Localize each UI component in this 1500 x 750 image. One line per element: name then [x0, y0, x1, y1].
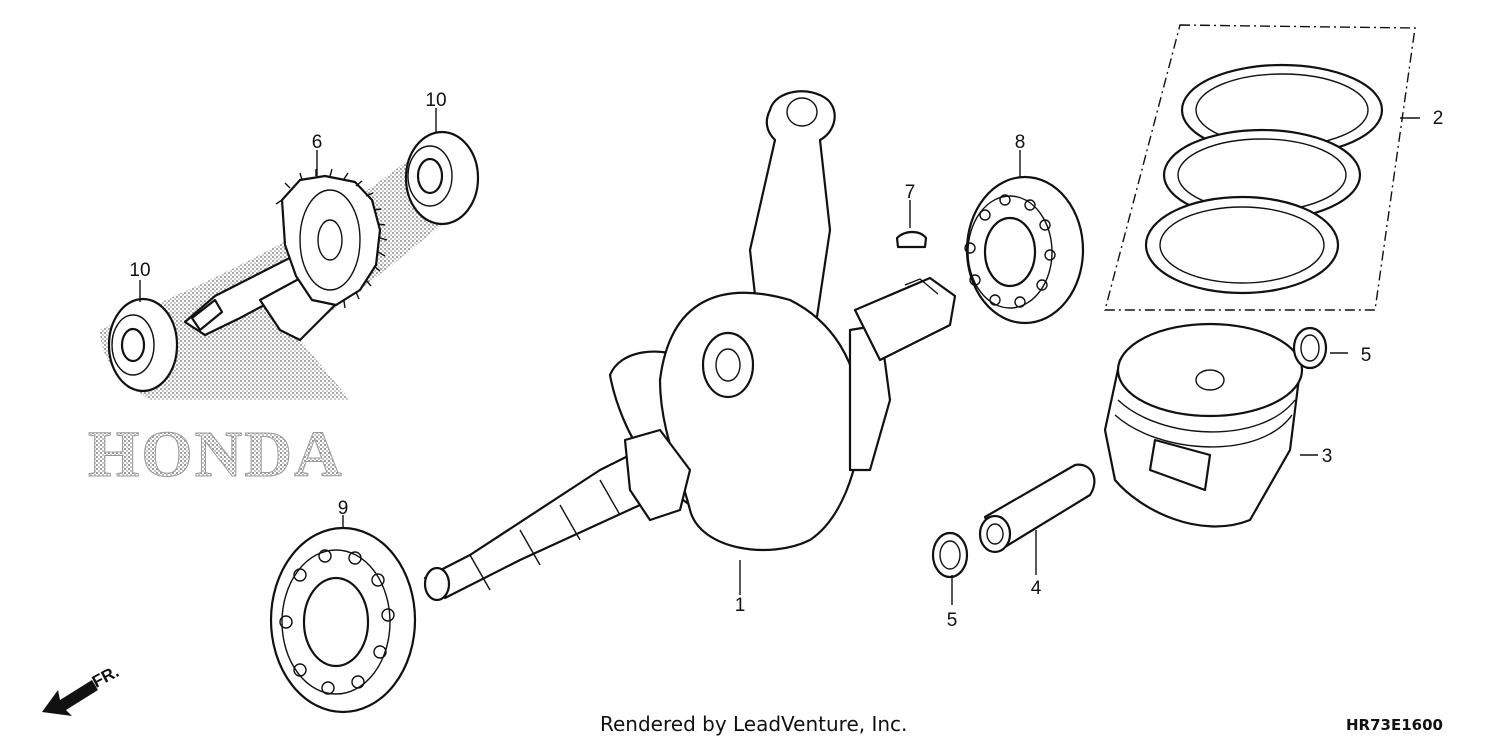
callout-numbers: 1 2 3 4 5 5 6 7 8 9 10 10	[129, 90, 1443, 631]
leader-lines	[139, 108, 1420, 605]
callout-woodruff-key: 7	[905, 182, 916, 203]
piston-pin	[978, 463, 1096, 554]
callout-piston-ring-set: 2	[1433, 108, 1444, 129]
crank-drive-gear	[623, 428, 692, 522]
piston	[1103, 322, 1304, 528]
callout-piston-pin: 4	[1031, 578, 1042, 599]
callout-crankshaft: 1	[735, 595, 746, 616]
callout-balancer-gear: 6	[312, 132, 323, 153]
callout-bearing-left: 9	[338, 498, 349, 519]
pin-clip-lower	[931, 531, 969, 579]
callout-balancer-bearing-lower: 10	[129, 260, 150, 281]
pin-clip-right	[1292, 326, 1328, 370]
callout-piston: 3	[1322, 446, 1333, 467]
connecting-rod	[748, 90, 836, 342]
arrow-down-left-icon	[42, 680, 98, 716]
gear-teeth	[275, 168, 388, 309]
balancer-shaft-assembly	[183, 168, 388, 342]
direction-indicator: FR.	[42, 662, 122, 716]
crank-web-front	[658, 291, 862, 552]
woodruff-key	[895, 230, 928, 249]
callout-pin-clip-lower: 5	[947, 610, 958, 631]
piston-ring-set	[1104, 24, 1416, 311]
callout-balancer-bearing-upper: 10	[425, 90, 446, 111]
balancer-shaft-end	[190, 298, 224, 332]
diagram-code: HR73E1600	[1346, 716, 1443, 734]
balancer-bearing-lower	[107, 297, 179, 393]
bearing-left	[269, 526, 417, 714]
callout-bearing-right: 8	[1015, 132, 1026, 153]
callout-pin-clip-right: 5	[1361, 345, 1372, 366]
crankshaft	[423, 90, 957, 602]
balancer-bearing-upper	[404, 130, 480, 226]
bearing-right	[964, 175, 1085, 325]
render-credit: Rendered by LeadVenture, Inc.	[600, 712, 908, 736]
crank-drive-shaft	[853, 276, 957, 362]
brand-text: HONDA	[88, 418, 344, 491]
